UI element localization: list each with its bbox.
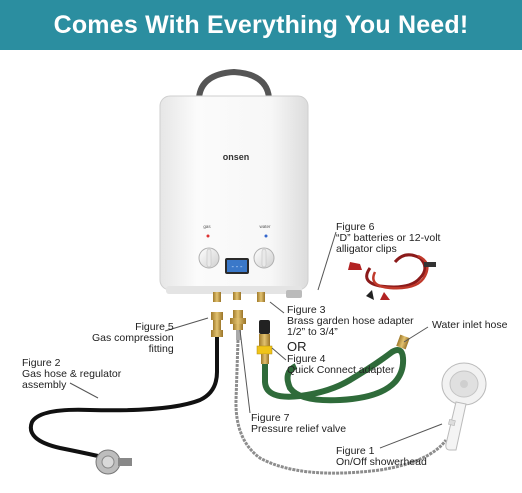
gas-hose [28, 337, 219, 458]
label-figure-4: Figure 4 Quick Connect adapter [287, 353, 395, 376]
shower-hose [234, 339, 448, 475]
hose-adapters [256, 320, 273, 364]
label-figure-1: Figure 1 On/Off showerhead [336, 445, 427, 468]
brand-logo: onsen [223, 152, 250, 162]
gas-knob [198, 247, 220, 269]
header-banner: Comes With Everything You Need! [0, 0, 522, 50]
pressure-relief-valve [230, 310, 246, 340]
water-knob [253, 247, 275, 269]
svg-text:water: water [259, 224, 271, 229]
label-figure-7: Figure 7 Pressure relief valve [251, 412, 347, 435]
leader-lines [69, 231, 443, 449]
digital-display: --- [225, 258, 249, 274]
label-figure-3: Figure 3 Brass garden hose adapter 1/2” … [287, 304, 414, 338]
regulator-icon [95, 449, 132, 475]
label-figure-2: Figure 2 Gas hose & regulator assembly [22, 357, 122, 391]
label-figure-6: Figure 6 “D” batteries or 12-volt alliga… [336, 221, 441, 255]
label-water-inlet-hose: Water inlet hose [432, 319, 508, 331]
svg-text:gas: gas [203, 224, 211, 229]
banner-title: Comes With Everything You Need! [53, 10, 469, 39]
showerhead-icon [441, 362, 487, 451]
svg-text:---: --- [231, 263, 244, 271]
gas-compression-fitting [211, 312, 223, 337]
hose-end-fitting [396, 334, 410, 350]
water-heater-unit: onsen gas water --- [159, 95, 309, 294]
bottom-fittings [213, 290, 302, 302]
label-figure-5: Figure 5 Gas compression fitting [92, 321, 174, 355]
alligator-clips-icon [348, 253, 436, 300]
label-or: OR [287, 339, 307, 354]
water-inlet-hose [262, 347, 407, 404]
carry-handle [196, 68, 272, 99]
